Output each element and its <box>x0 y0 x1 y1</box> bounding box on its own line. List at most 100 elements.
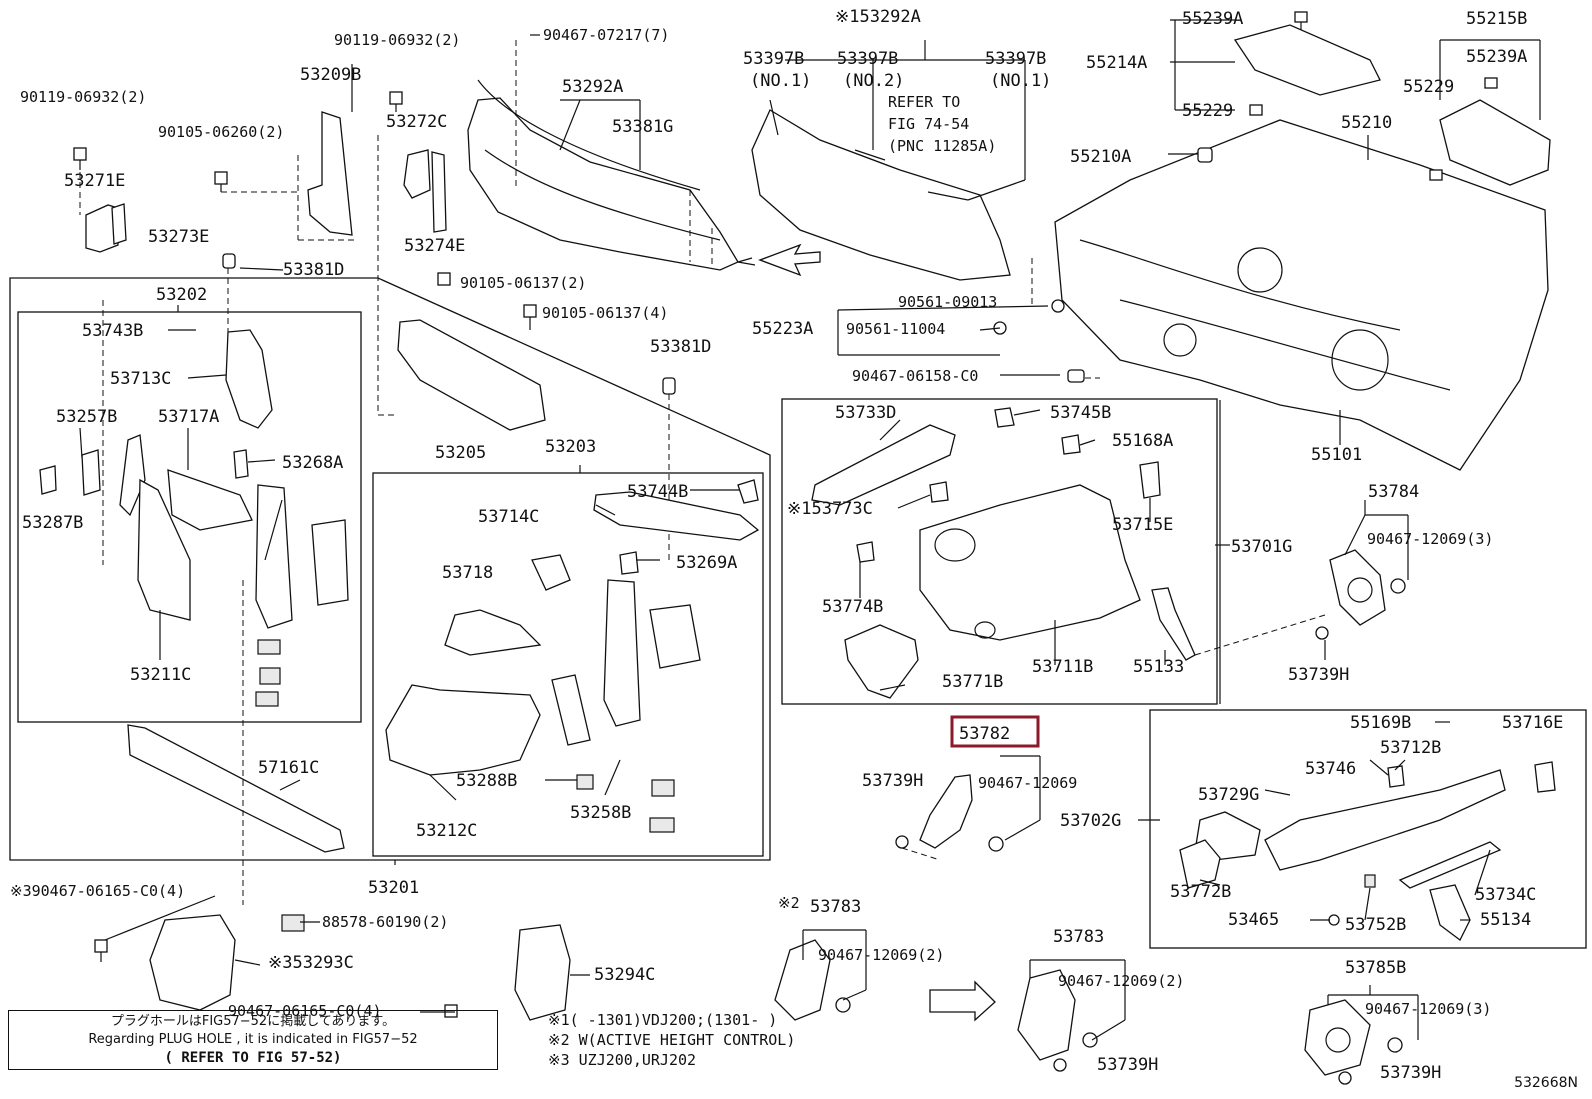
label-90105-06137[interactable]: 90105-06137(4) <box>542 304 668 322</box>
label-53381d[interactable]: 53381D <box>283 260 344 280</box>
shield-53294c <box>514 924 571 1021</box>
label-53784[interactable]: 53784 <box>1368 482 1419 502</box>
label-53743b[interactable]: 53743B <box>82 321 143 341</box>
label-53733d[interactable]: 53733D <box>835 403 896 423</box>
label-90467-06158-c0[interactable]: 90467-06158-C0 <box>852 367 978 385</box>
label-90467-12069[interactable]: 90467-12069(2) <box>818 946 944 964</box>
label-90467-06165-c0[interactable]: 90467-06165-C0(4) <box>228 1002 382 1020</box>
label-55239a[interactable]: 55239A <box>1182 9 1243 29</box>
label-90105-06260[interactable]: 90105-06260(2) <box>158 123 284 141</box>
label-53381g[interactable]: 53381G <box>612 117 673 137</box>
label-53268a[interactable]: 53268A <box>282 453 343 473</box>
label-53257b[interactable]: 53257B <box>56 407 117 427</box>
label-53203[interactable]: 53203 <box>545 437 596 457</box>
label-53397b[interactable]: 53397B <box>837 49 898 69</box>
group-box-53701g <box>781 398 1218 705</box>
label-53292a[interactable]: 53292A <box>562 77 623 97</box>
label-53772b[interactable]: 53772B <box>1170 882 1231 902</box>
label-53734c[interactable]: 53734C <box>1475 885 1536 905</box>
label-53201[interactable]: 53201 <box>368 878 419 898</box>
label-88578-60190[interactable]: 88578-60190(2) <box>322 913 448 931</box>
label-53712b[interactable]: 53712B <box>1380 738 1441 758</box>
label-90561-09013[interactable]: 90561-09013 <box>898 293 997 311</box>
shield-53293c <box>149 914 236 1011</box>
label-55101[interactable]: 55101 <box>1311 445 1362 465</box>
label-90467-12069[interactable]: 90467-12069 <box>978 774 1077 792</box>
label-53739h[interactable]: 53739H <box>1097 1055 1158 1075</box>
label-55239a[interactable]: 55239A <box>1466 47 1527 67</box>
label-53381d[interactable]: 53381D <box>650 337 711 357</box>
label-53729g[interactable]: 53729G <box>1198 785 1259 805</box>
label-53714c[interactable]: 53714C <box>478 507 539 527</box>
label-55229[interactable]: 55229 <box>1403 77 1454 97</box>
label-90467-12069[interactable]: 90467-12069(2) <box>1058 972 1184 990</box>
label-53711b[interactable]: 53711B <box>1032 657 1093 677</box>
label-55133[interactable]: 55133 <box>1133 657 1184 677</box>
label-53294c[interactable]: 53294C <box>594 965 655 985</box>
label-90467-12069[interactable]: 90467-12069(3) <box>1367 530 1493 548</box>
label-53702g[interactable]: 53702G <box>1060 811 1121 831</box>
label-53715e[interactable]: 53715E <box>1112 515 1173 535</box>
label-57161c[interactable]: 57161C <box>258 758 319 778</box>
label-55215b[interactable]: 55215B <box>1466 9 1527 29</box>
label-90467-07217[interactable]: 90467-07217(7) <box>543 26 669 44</box>
label-53774b[interactable]: 53774B <box>822 597 883 617</box>
label-53739h[interactable]: 53739H <box>862 771 923 791</box>
label-53752b[interactable]: 53752B <box>1345 915 1406 935</box>
label-153773c[interactable]: ※153773C <box>787 499 873 519</box>
label-53209b[interactable]: 53209B <box>300 65 361 85</box>
label-53288b[interactable]: 53288B <box>456 771 517 791</box>
label-53717a[interactable]: 53717A <box>158 407 219 427</box>
label-53271e[interactable]: 53271E <box>64 171 125 191</box>
label-55134[interactable]: 55134 <box>1480 910 1531 930</box>
label-53465[interactable]: 53465 <box>1228 910 1279 930</box>
label-55214a[interactable]: 55214A <box>1086 53 1147 73</box>
label-note-2: ※2 <box>778 894 800 912</box>
bracket-153773c <box>929 481 949 503</box>
note-reference[interactable]: ( REFER TO FIG 57-52) <box>164 1050 342 1066</box>
bracket-53772b <box>1179 839 1221 889</box>
highlight-box-53782[interactable] <box>950 715 1040 748</box>
label-53782[interactable]: 53782 <box>959 724 1010 744</box>
label-53745b[interactable]: 53745B <box>1050 403 1111 423</box>
label-90467-12069[interactable]: 90467-12069(3) <box>1365 1000 1491 1018</box>
label-90119-06932[interactable]: 90119-06932(2) <box>334 31 460 49</box>
label-90105-06137[interactable]: 90105-06137(2) <box>460 274 586 292</box>
label-53274e[interactable]: 53274E <box>404 236 465 256</box>
label-53746[interactable]: 53746 <box>1305 759 1356 779</box>
label-53701g[interactable]: 53701G <box>1231 537 1292 557</box>
label-53771b[interactable]: 53771B <box>942 672 1003 692</box>
label-53785b[interactable]: 53785B <box>1345 958 1406 978</box>
label-55223a[interactable]: 55223A <box>752 319 813 339</box>
label-53397b[interactable]: 53397B <box>743 49 804 69</box>
label-55229[interactable]: 55229 <box>1182 101 1233 121</box>
label-53205[interactable]: 53205 <box>435 443 486 463</box>
label-53293c[interactable]: ※353293C <box>268 953 354 973</box>
label-53744b[interactable]: 53744B <box>627 482 688 502</box>
label-53718[interactable]: 53718 <box>442 563 493 583</box>
label-fig-74-54[interactable]: FIG 74-54 <box>888 115 969 133</box>
label-55168a[interactable]: 55168A <box>1112 431 1173 451</box>
label-53287b[interactable]: 53287B <box>22 513 83 533</box>
label-53202[interactable]: 53202 <box>156 285 207 305</box>
label-53739h[interactable]: 53739H <box>1288 665 1349 685</box>
label-90467-06165-c0[interactable]: ※390467-06165-C0(4) <box>10 882 185 900</box>
label-53713c[interactable]: 53713C <box>110 369 171 389</box>
label-55210a[interactable]: 55210A <box>1070 147 1131 167</box>
label-55169b[interactable]: 55169B <box>1350 713 1411 733</box>
label-53783[interactable]: 53783 <box>810 897 861 917</box>
label-53212c[interactable]: 53212C <box>416 821 477 841</box>
label-53272c[interactable]: 53272C <box>386 112 447 132</box>
label-53739h[interactable]: 53739H <box>1380 1063 1441 1083</box>
label-53397b[interactable]: 53397B <box>985 49 1046 69</box>
label-90561-11004[interactable]: 90561-11004 <box>846 320 945 338</box>
label-53211c[interactable]: 53211C <box>130 665 191 685</box>
label-53273e[interactable]: 53273E <box>148 227 209 247</box>
label-153292a[interactable]: ※153292A <box>835 7 921 27</box>
label-90119-06932[interactable]: 90119-06932(2) <box>20 88 146 106</box>
label-53716e[interactable]: 53716E <box>1502 713 1563 733</box>
label-53258b[interactable]: 53258B <box>570 803 631 823</box>
label-55210[interactable]: 55210 <box>1341 113 1392 133</box>
label-53783[interactable]: 53783 <box>1053 927 1104 947</box>
label-53269a[interactable]: 53269A <box>676 553 737 573</box>
